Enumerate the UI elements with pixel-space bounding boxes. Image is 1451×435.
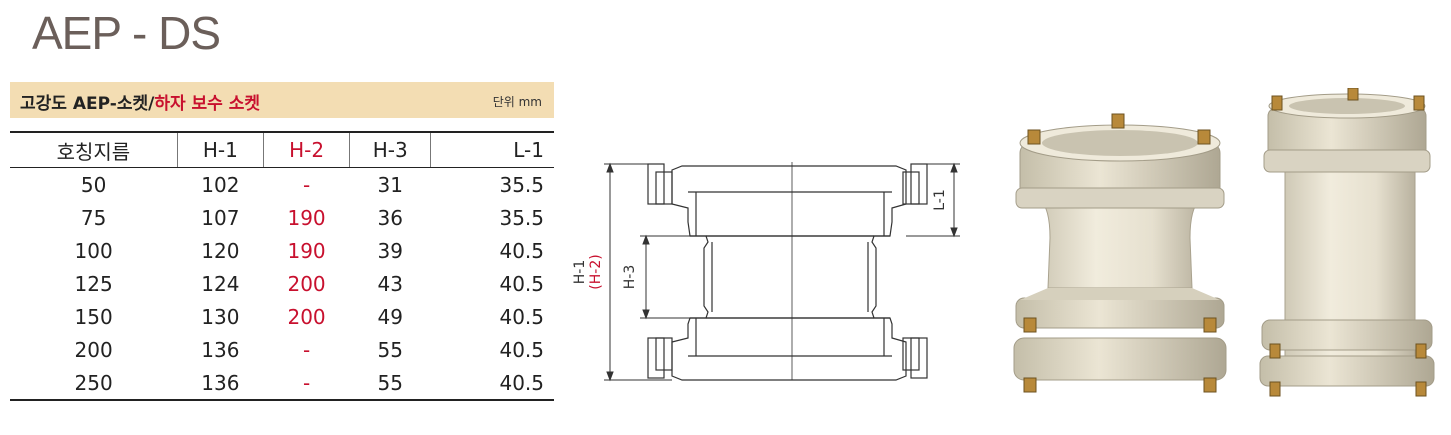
cell-h3: 55 [349, 366, 431, 401]
cell-l1: 35.5 [499, 172, 544, 197]
cell-h3: 36 [377, 205, 403, 230]
label-h2: (H-2) [588, 254, 604, 289]
cell-l1: 40.5 [499, 271, 544, 296]
cell-h3: 49 [377, 304, 403, 329]
cell-h1: 120 [201, 238, 240, 263]
cell-h2: 200 [287, 271, 326, 296]
cell-l1: 40.5 [499, 238, 544, 263]
cell-nominal: 75 [80, 205, 107, 230]
col-header-l1: L-1 [430, 131, 554, 168]
cell-nominal: 125 [74, 271, 113, 296]
cell-h1: 124 [201, 271, 240, 296]
label-l1: L-1 [932, 189, 948, 211]
table-row: 50 102 - 31 35.5 [10, 168, 554, 202]
section-header: 고강도 AEP-소켓/하자 보수 소켓 단위 mm [10, 82, 554, 118]
cell-nominal: 250 [10, 366, 178, 401]
col-header-nominal: 호칭지름 [10, 131, 178, 168]
cell-l1: 35.5 [499, 205, 544, 230]
table-row: 125 124 200 43 40.5 [10, 267, 554, 300]
spec-table: 호칭지름 H-1 H-2 H-3 L-1 50 102 - 31 35.5 75… [10, 131, 554, 401]
socket-dimension-diagram: H-1 (H-2) H-3 L-1 [572, 162, 960, 382]
socket-photo-1 [1013, 113, 1227, 393]
section-title-red: 하자 보수 소켓 [154, 94, 261, 114]
col-header-h1: H-1 [176, 131, 264, 168]
cell-h3: 43 [377, 271, 403, 296]
table-row: 150 130 200 49 40.5 [10, 300, 554, 333]
cell-h2: 190 [287, 238, 326, 263]
cell-h1: 107 [201, 205, 240, 230]
cell-nominal: 100 [74, 238, 113, 263]
label-h3: H-3 [622, 265, 638, 290]
cell-l1: 40.5 [499, 304, 544, 329]
unit-label: 단위 mm [492, 95, 542, 109]
cell-l1: 40.5 [499, 337, 544, 362]
cell-nominal: 150 [74, 304, 113, 329]
label-h1: H-1 [572, 260, 588, 285]
table-row: 75 107 190 36 35.5 [10, 201, 554, 234]
table-row: 250 136 - 55 40.5 [10, 366, 554, 401]
section-title-main: 고강도 AEP-소켓/ [20, 94, 155, 114]
cell-h1: 130 [201, 304, 240, 329]
cell-h1: 102 [201, 172, 240, 197]
cell-h2: - [302, 337, 311, 362]
cell-h2: 200 [287, 304, 326, 329]
cell-h2: - [263, 366, 350, 401]
col-header-h2: H-2 [262, 131, 350, 168]
socket-photo-2 [1259, 88, 1435, 397]
cell-l1: 40.5 [430, 366, 554, 401]
product-photos [1013, 88, 1435, 397]
table-row: 200 136 - 55 40.5 [10, 333, 554, 366]
col-header-h3: H-3 [349, 131, 431, 168]
cell-h1: 136 [201, 337, 240, 362]
cell-h2: 190 [287, 205, 326, 230]
cell-h3: 39 [377, 238, 403, 263]
cell-nominal: 200 [74, 337, 113, 362]
cell-h3: 55 [377, 337, 403, 362]
cell-h2: - [302, 172, 311, 197]
cell-h3: 31 [377, 172, 403, 197]
page-title: AEP - DS [32, 7, 221, 59]
cell-nominal: 50 [80, 172, 107, 197]
section-title: 고강도 AEP-소켓/하자 보수 소켓 [20, 89, 260, 114]
table-header-row: 호칭지름 H-1 H-2 H-3 L-1 [10, 131, 554, 168]
table-row: 100 120 190 39 40.5 [10, 234, 554, 267]
cell-h1: 136 [177, 366, 264, 401]
